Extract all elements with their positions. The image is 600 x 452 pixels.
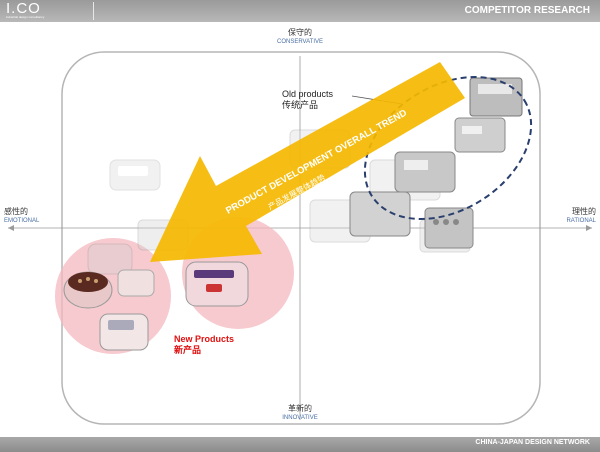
footer-bar: CHINA-JAPAN DESIGN NETWORK bbox=[0, 437, 600, 452]
footer-text: CHINA-JAPAN DESIGN NETWORK bbox=[475, 439, 590, 446]
right-arrowhead bbox=[586, 225, 592, 231]
header-bar: I.CO industrial design consultancy COMPE… bbox=[0, 0, 600, 22]
logo-subtitle: industrial design consultancy bbox=[6, 15, 45, 19]
left-arrowhead bbox=[8, 225, 14, 231]
header-divider bbox=[93, 2, 94, 20]
page-title: COMPETITOR RESEARCH bbox=[464, 5, 590, 16]
map-frame bbox=[61, 51, 541, 425]
logo: I.CO bbox=[6, 0, 41, 17]
trend-arrow bbox=[150, 62, 465, 262]
new-products bbox=[63, 261, 249, 351]
old-products bbox=[349, 77, 523, 249]
